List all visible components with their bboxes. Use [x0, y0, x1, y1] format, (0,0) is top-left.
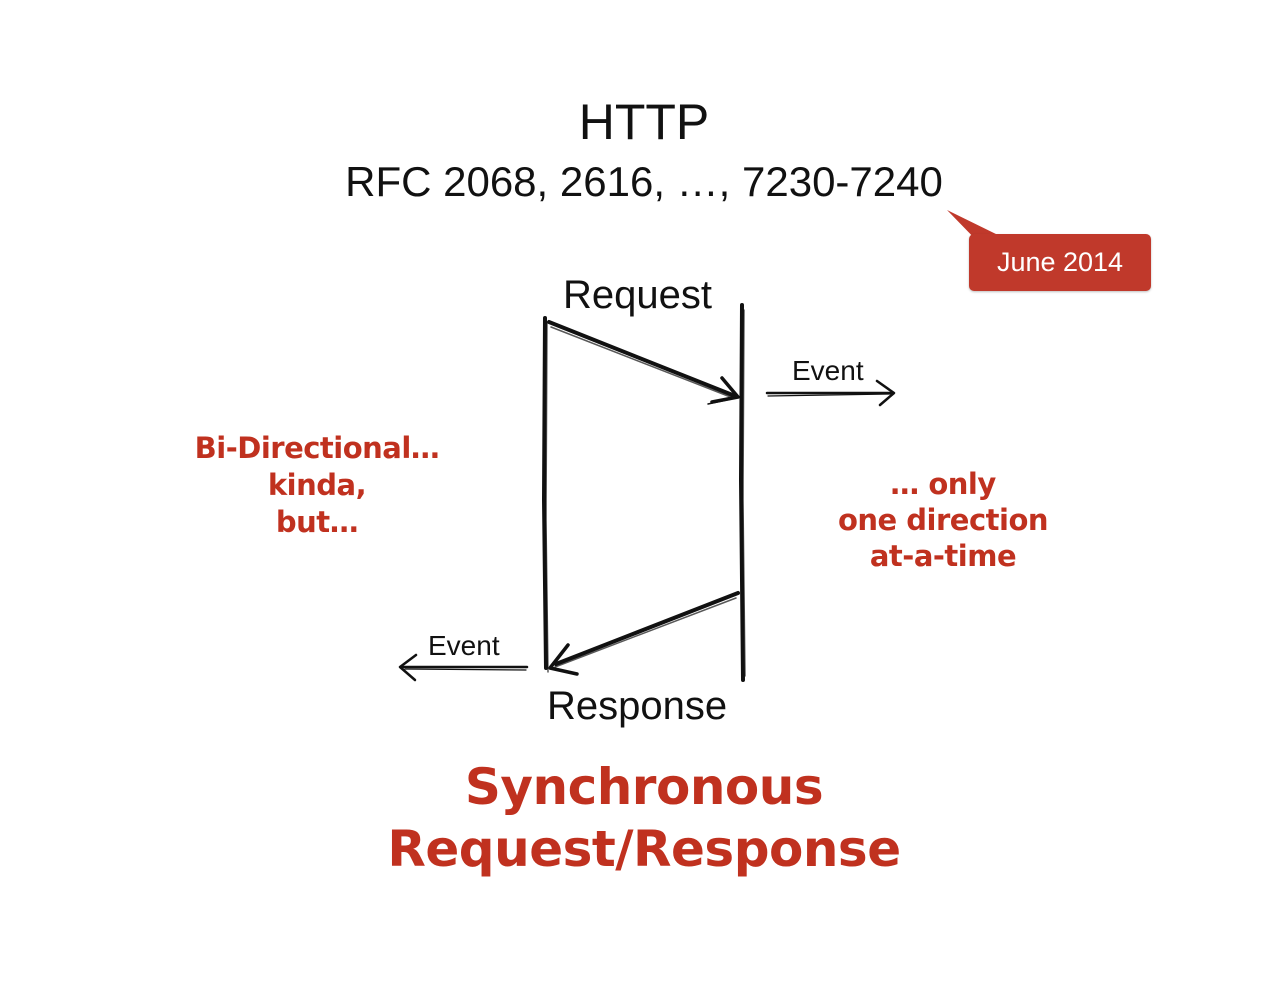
response-label: Response [547, 684, 728, 728]
note-left-line-2: but… [275, 505, 359, 539]
note-right-line-2: one direction [837, 503, 1049, 537]
footer-line-2: Request/Response [387, 820, 901, 878]
note-bidirectional: Bi-Directional… kinda, but… [152, 430, 482, 541]
client-lifeline [542, 316, 548, 670]
callout-badge [969, 234, 1151, 291]
event-right-label: Event [792, 355, 864, 386]
note-left-line-1: Bi-Directional… kinda, [194, 431, 440, 502]
server-lifeline [739, 303, 745, 682]
note-right-line-3: at-a-time [869, 539, 1017, 573]
note-one-direction: … only one direction at-a-time [818, 466, 1068, 574]
footer-caption: Synchronous Request/Response [0, 756, 1288, 880]
response-arrow [554, 591, 740, 666]
request-label: Request [563, 273, 712, 317]
request-arrow [547, 320, 737, 398]
callout-text: June 2014 [996, 247, 1124, 277]
slide-title: HTTP [578, 94, 710, 150]
slide-subtitle: RFC 2068, 2616, …, 7230-7240 [345, 158, 943, 205]
note-right-line-1: … only [890, 467, 996, 501]
event-left-label: Event [428, 630, 500, 661]
footer-line-1: Synchronous [464, 758, 824, 816]
